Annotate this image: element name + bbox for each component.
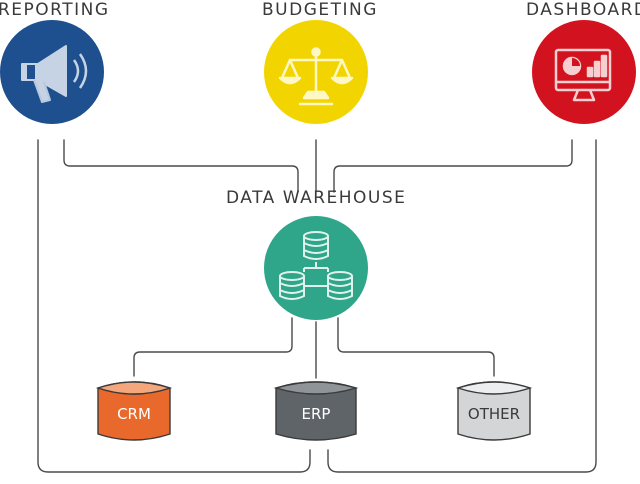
reporting-node [0,20,104,124]
erp-source [273,381,359,441]
crm-label: CRM [117,405,151,423]
connector-lines [37,139,597,473]
line-to-crm [133,317,293,377]
crm-source [95,381,173,441]
line-reporting-inner [63,139,299,193]
budgeting-node [264,20,368,124]
other-label: OTHER [467,405,521,423]
line-dashboards-inner [333,139,573,193]
reporting-label: REPORTING [0,0,110,20]
monitor-chart-icon [554,48,612,102]
scales-icon [278,47,354,106]
megaphone-icon [21,45,88,103]
dashboards-node [532,20,636,124]
database-network-icon [279,231,353,300]
warehouse-node [264,216,368,320]
line-dashboards-outer [327,139,597,473]
warehouse-label: DATA WAREHOUSE [226,188,407,208]
erp-label: ERP [301,405,331,423]
dashboards-circle [532,20,636,124]
line-to-other [337,317,495,377]
other-source [455,381,533,441]
dashboards-label: DASHBOARDS [526,0,640,20]
line-reporting-outer [37,139,311,473]
budgeting-label: BUDGETING [262,0,378,20]
